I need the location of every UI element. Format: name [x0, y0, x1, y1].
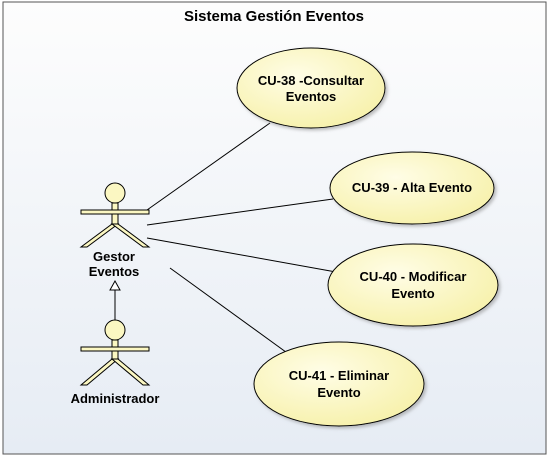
use-case-ellipse[interactable] [327, 243, 499, 327]
use-case-ellipse[interactable] [253, 341, 425, 427]
generalization-administrador-gestor [109, 279, 121, 320]
use-case-cu41[interactable]: CU-41 - Eliminar Evento [253, 341, 425, 427]
use-case-label-line1: CU-38 -Consultar [258, 73, 364, 88]
use-case-label-line2: Eventos [286, 89, 337, 104]
use-case-cu40[interactable]: CU-40 - Modificar Evento [327, 243, 499, 327]
use-case-cu38[interactable]: CU-38 -Consultar Eventos [236, 47, 386, 129]
association-gestor-cu41 [169, 267, 291, 356]
generalization-arrowhead [109, 279, 121, 291]
associations [146, 122, 337, 356]
use-case-label-line1: CU-39 - Alta Evento [352, 180, 472, 195]
actor-label-line2: Eventos [89, 264, 140, 279]
stick-figure-icon [79, 182, 151, 248]
system-title: Sistema Gestión Eventos [184, 8, 364, 25]
use-case-cu39[interactable]: CU-39 - Alta Evento [329, 151, 495, 225]
association-gestor-cu40 [146, 237, 337, 273]
actor-gestor-eventos[interactable]: Gestor Eventos [79, 182, 151, 279]
use-case-label-line2: Evento [391, 286, 434, 301]
use-case-label-line1: CU-41 - Eliminar [289, 368, 389, 383]
actor-label: Administrador [71, 391, 160, 406]
use-case-ellipse[interactable] [236, 47, 386, 129]
actor-label-line1: Gestor [93, 249, 135, 264]
association-gestor-cu38 [146, 122, 271, 211]
association-gestor-cu39 [146, 198, 334, 226]
use-case-label-line1: CU-40 - Modificar [360, 269, 467, 284]
actor-administrador[interactable]: Administrador [71, 319, 160, 406]
stick-figure-icon [79, 319, 151, 386]
use-case-label-line2: Evento [317, 385, 360, 400]
use-case-ellipse[interactable] [329, 151, 495, 225]
